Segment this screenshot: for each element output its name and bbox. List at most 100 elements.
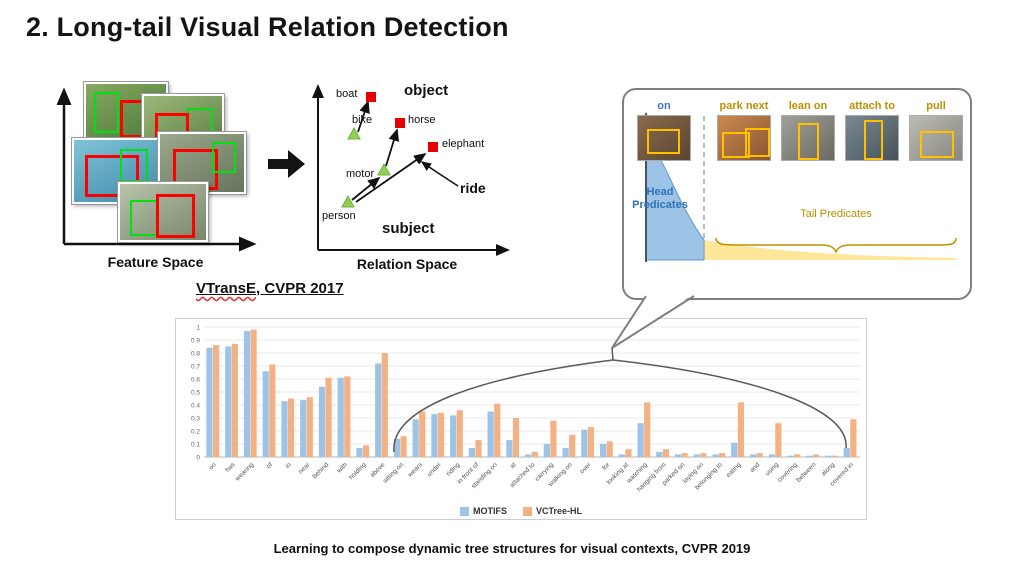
svg-text:0.1: 0.1 [191, 441, 200, 448]
svg-text:0.5: 0.5 [191, 389, 200, 396]
predicate-label: on [657, 100, 671, 112]
predicate-example-image [846, 116, 898, 161]
legend-label: VCTree-HL [535, 506, 582, 516]
feature-space-axes [56, 87, 257, 252]
svg-text:0.4: 0.4 [191, 402, 200, 409]
predicate-label: attach to [849, 100, 895, 112]
subject-point-motor [377, 162, 391, 176]
predicate-example-image [782, 116, 834, 160]
subject-axis-label: subject [382, 220, 435, 237]
point-label-horse: horse [408, 114, 436, 126]
relation-space-diagram: boat object bike horse motor elephant ri… [296, 80, 518, 276]
page-title: 2. Long-tail Visual Relation Detection [26, 12, 509, 42]
svg-text:at: at [509, 461, 518, 470]
object-axis-label: object [404, 82, 449, 99]
svg-text:near: near [297, 461, 312, 476]
predicate-example-image [718, 116, 770, 160]
predicate-column: attach to [840, 100, 904, 161]
long-tail-mini-chart [640, 112, 957, 262]
legend-swatch [459, 506, 469, 516]
svg-text:between: between [795, 461, 818, 484]
svg-text:and: and [749, 461, 762, 474]
vtranse-citation: VTransE, CVPR 2017 [196, 280, 344, 297]
relation-bbox [722, 131, 751, 158]
svg-text:1: 1 [196, 324, 200, 331]
legend-item: MOTIFS [459, 506, 507, 516]
svg-text:0.6: 0.6 [191, 376, 200, 383]
ride-relation-label: ride [460, 180, 486, 196]
legend-swatch [522, 506, 532, 516]
tail-brace [715, 237, 957, 255]
point-label-boat: boat [336, 88, 358, 100]
svg-text:0.3: 0.3 [191, 415, 200, 422]
chart-legend: MOTIFS VCTree-HL [176, 506, 866, 516]
relation-bbox [920, 130, 954, 158]
point-label-motor: motor [346, 168, 375, 180]
svg-text:sitting on: sitting on [382, 461, 406, 485]
svg-text:on: on [208, 461, 218, 471]
predicate-label: park next [719, 100, 769, 112]
legend-label: MOTIFS [472, 506, 507, 516]
relation-bbox [863, 119, 884, 161]
relation-space-label: Relation Space [356, 256, 458, 272]
svg-text:0.9: 0.9 [191, 337, 200, 344]
long-tail-callout-bubble: on park next lean on attach to pull Head… [622, 88, 972, 300]
sample-image [117, 181, 209, 243]
svg-text:riding: riding [445, 461, 461, 477]
legend-item: VCTree-HL [522, 506, 582, 516]
predicate-label: pull [926, 100, 946, 112]
svg-text:has: has [224, 461, 237, 474]
transform-arrow-icon [268, 150, 305, 178]
predicate-column: on [632, 100, 696, 160]
predicate-example-image [638, 116, 690, 160]
object-bbox [85, 154, 139, 197]
vtranse-citation-rest: , CVPR 2017 [256, 280, 344, 297]
svg-text:of: of [265, 461, 274, 470]
predicate-column: park next [712, 100, 776, 160]
feature-space-diagram: Feature Space [38, 81, 273, 277]
svg-text:0: 0 [196, 454, 200, 461]
object-bbox [156, 194, 195, 239]
predicate-label: lean on [788, 100, 828, 112]
tail-predicates-label: Tail Predicates [800, 208, 872, 220]
vctree-citation: Learning to compose dynamic tree structu… [273, 541, 751, 556]
subject-bbox [94, 91, 119, 134]
object-point-boat [366, 92, 376, 102]
svg-text:in: in [284, 461, 293, 470]
point-label-bike: bike [352, 114, 373, 126]
svg-text:0.7: 0.7 [191, 363, 200, 370]
subject-point-bike [347, 126, 361, 140]
svg-text:using: using [764, 461, 780, 477]
svg-text:over: over [579, 461, 593, 475]
subject-bbox [130, 199, 159, 237]
point-label-elephant: elephant [442, 138, 485, 150]
relation-space-plot [312, 84, 510, 256]
vtranse-method-name: VTransE [196, 280, 257, 297]
subject-point-person [341, 194, 355, 208]
svg-text:0.8: 0.8 [191, 350, 200, 357]
feature-space-label: Feature Space [107, 254, 204, 270]
svg-text:under: under [426, 461, 443, 478]
tail-distribution-area [704, 240, 956, 260]
svg-text:wears: wears [406, 461, 424, 479]
point-label-person: person [322, 210, 356, 222]
svg-text:eating: eating [725, 461, 743, 479]
predicate-example-image [910, 116, 962, 160]
predicate-column: lean on [776, 100, 840, 160]
svg-text:with: with [335, 461, 349, 475]
relation-bbox [797, 123, 820, 160]
svg-text:holding: holding [348, 461, 368, 481]
svg-text:along: along [820, 461, 836, 477]
object-point-horse [395, 118, 405, 128]
svg-text:behind: behind [311, 461, 330, 480]
relation-bbox [647, 129, 680, 155]
subject-bbox [120, 148, 148, 183]
predicate-column: pull [904, 100, 968, 160]
object-point-elephant [428, 142, 438, 152]
head-predicates-label: Head Predicates [632, 186, 688, 211]
subject-bbox [212, 142, 237, 173]
svg-text:wearing: wearing [234, 461, 256, 483]
